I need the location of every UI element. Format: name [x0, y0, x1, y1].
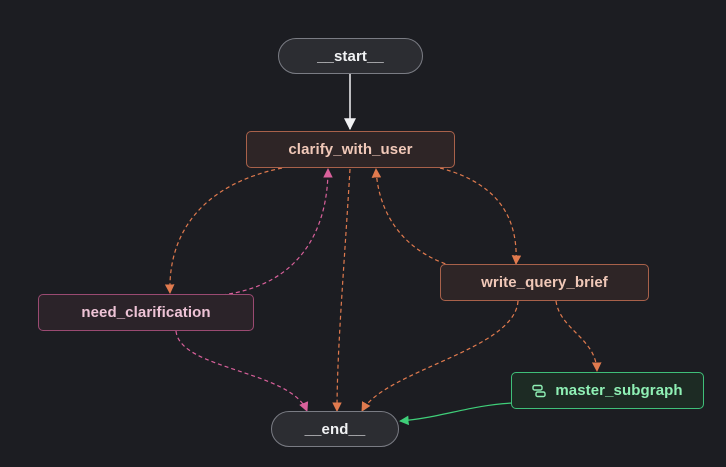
master-subgraph-label: master_subgraph [555, 382, 683, 399]
edge-write-query-brief-to-master-subgraph [555, 300, 602, 372]
clarify-with-user-node[interactable]: clarify_with_user [246, 131, 455, 168]
write-query-brief-node[interactable]: write_query_brief [440, 264, 649, 301]
start-node-label: __start__ [317, 47, 384, 65]
edge-clarify-to-end-a [332, 168, 351, 412]
edge-clarify-to-need-clarification [164, 167, 283, 294]
write-query-brief-label: write_query_brief [481, 274, 608, 291]
edge-write-query-brief-to-end [361, 300, 519, 412]
start-node[interactable]: __start__ [278, 38, 423, 74]
edge-master-subgraph-to-end [399, 402, 514, 426]
clarify-with-user-label: clarify_with_user [288, 141, 413, 158]
end-node-label: __end__ [304, 420, 366, 438]
edge-need-clarification-to-end [175, 330, 309, 412]
end-node[interactable]: __end__ [271, 411, 399, 447]
master-subgraph-node[interactable]: master_subgraph [511, 372, 704, 409]
edge-need-clarification-to-clarify [221, 168, 333, 296]
subgraph-icon [532, 384, 547, 398]
edge-clarify-to-write-query-brief [439, 167, 522, 265]
need-clarification-node[interactable]: need_clarification [38, 294, 254, 331]
need-clarification-label: need_clarification [81, 304, 211, 321]
edge-write-query-brief-to-clarify [371, 168, 453, 267]
